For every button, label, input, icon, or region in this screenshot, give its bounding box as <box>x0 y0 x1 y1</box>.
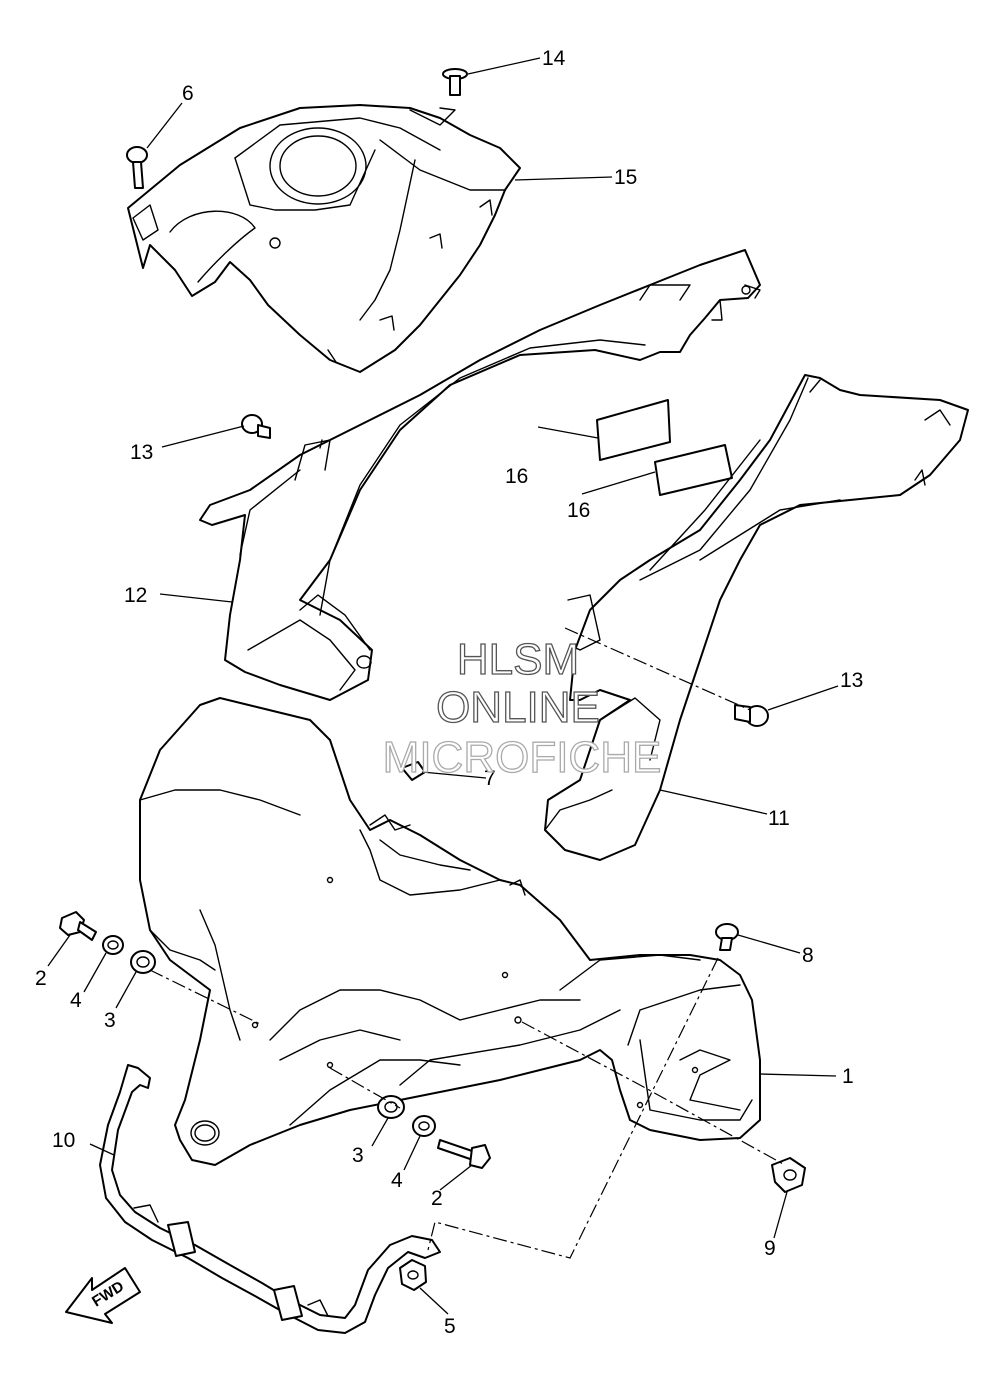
label-16-right-part <box>654 444 733 496</box>
callout-13-lower: 13 <box>840 669 863 692</box>
leader-lines <box>47 57 839 1315</box>
fwd-arrow-icon: FWD <box>65 1267 141 1324</box>
callout-numbers: 6 14 15 13 16 16 12 13 7 11 8 2 4 3 1 10… <box>35 47 863 1338</box>
screw-5-icon <box>126 146 148 189</box>
watermark-line-2: ONLINE <box>436 683 600 732</box>
callout-16-right: 16 <box>567 499 590 522</box>
callout-14: 14 <box>542 47 566 70</box>
callout-11: 11 <box>768 807 790 830</box>
label-16-left-part <box>596 399 671 461</box>
bolt-2-left-icon <box>59 911 97 941</box>
tank-cover-part <box>127 104 521 373</box>
callout-3-right: 3 <box>352 1144 364 1167</box>
grommet-3-right-icon <box>377 1095 405 1119</box>
callout-2-right: 2 <box>431 1187 443 1210</box>
callout-1: 1 <box>842 1065 854 1088</box>
callout-12: 12 <box>124 584 147 607</box>
callout-5: 6 <box>182 82 194 105</box>
collar-4-left-icon <box>102 935 124 955</box>
grommet-3-left-icon <box>130 950 156 974</box>
stay-10-part <box>99 1064 441 1334</box>
nut-7-icon <box>399 1259 427 1291</box>
callout-15: 15 <box>614 166 637 189</box>
callout-13-upper: 13 <box>130 441 153 464</box>
watermark-line-1: HLSM <box>457 635 579 684</box>
bolt-13-upper-icon <box>241 414 271 439</box>
callout-2-left: 2 <box>35 967 47 990</box>
callout-3-left: 3 <box>104 1009 116 1032</box>
bolt-2-right-icon <box>437 1139 491 1169</box>
callout-6: 7 <box>484 767 496 790</box>
callout-4-right: 4 <box>391 1169 403 1192</box>
callout-10: 10 <box>52 1129 75 1152</box>
clip-9-icon <box>771 1157 806 1193</box>
watermark: HLSM ONLINE MICROFICHE <box>382 634 662 782</box>
callout-4-left: 4 <box>70 989 82 1012</box>
left-side-cover-part <box>199 249 761 701</box>
bolt-13-lower-icon <box>734 704 769 727</box>
watermark-line-3: MICROFICHE <box>383 733 662 782</box>
callout-16-left: 16 <box>505 465 528 488</box>
collar-4-right-icon <box>412 1115 436 1137</box>
screw-8-icon <box>715 923 739 951</box>
front-fender-part <box>139 697 761 1166</box>
callout-8: 8 <box>802 944 814 967</box>
callout-9: 9 <box>764 1237 776 1260</box>
right-side-cover-part <box>544 374 969 861</box>
assembly-lines <box>149 627 786 1259</box>
rivet-14-icon <box>442 68 468 96</box>
callout-7: 5 <box>444 1315 456 1338</box>
